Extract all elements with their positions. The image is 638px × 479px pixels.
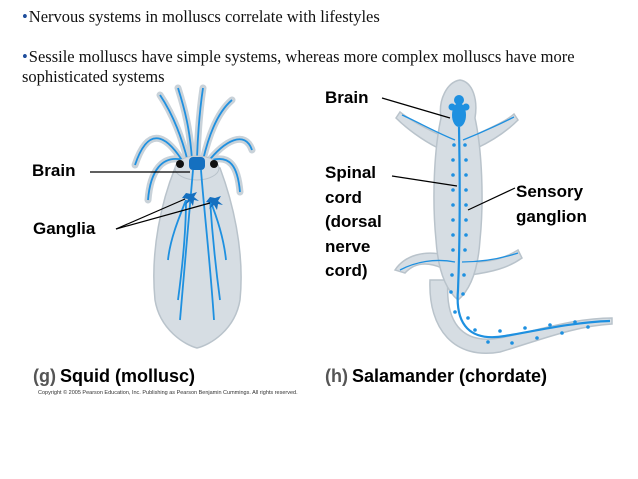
bullet-text: Nervous systems in molluscs correlate wi… — [28, 7, 380, 26]
squid-illustration — [90, 84, 256, 349]
spinal-cord-label-line: Spinal — [325, 163, 377, 182]
squid-caption: (g)Squid (mollusc) — [33, 366, 195, 387]
salamander-illustration — [381, 79, 613, 354]
salamander-brain — [452, 103, 466, 127]
spinal-cord-label-line: cord) — [325, 261, 368, 280]
caption-letter: (h) — [325, 366, 348, 386]
bullet-sessile: •Sessile molluscs have simple systems, w… — [22, 47, 622, 87]
caption-letter: (g) — [33, 366, 56, 386]
squid-mantle — [153, 167, 242, 349]
copyright-notice: Copyright © 2005 Pearson Education, Inc.… — [38, 390, 298, 396]
bullet-text: Sessile molluscs have simple systems, wh… — [22, 47, 575, 86]
squid-ganglion-left — [182, 192, 199, 206]
bullet-lifestyles: •Nervous systems in molluscs correlate w… — [22, 7, 380, 27]
sensory-ganglion-label: Sensory ganglion — [516, 180, 587, 229]
squid-ganglia-label: Ganglia — [33, 219, 96, 238]
sensory-ganglion-label-line: Sensory — [516, 182, 584, 201]
caption-text: Salamander (chordate) — [351, 366, 548, 386]
salamander-caption: (h)Salamander (chordate) — [325, 366, 547, 387]
bullet-marker: • — [22, 7, 28, 26]
spinal-cord-label-line: cord — [325, 187, 362, 207]
bullet-marker: • — [22, 47, 28, 66]
salamander-spinal-cord-label: Spinal cord (dorsal nerve cord) — [325, 161, 382, 284]
spinal-cord-label-line: nerve — [325, 236, 371, 256]
sensory-ganglion-label-line: ganglion — [516, 206, 587, 226]
salamander-spinal-cord — [456, 126, 611, 339]
salamander-brain-label: Brain — [325, 88, 369, 107]
spinal-cord-label-line: (dorsal — [325, 212, 382, 231]
caption-text: Squid (mollusc) — [59, 366, 195, 386]
squid-brain-label: Brain — [32, 161, 76, 180]
squid-brain — [189, 157, 205, 170]
squid-ganglion-right — [206, 196, 223, 210]
